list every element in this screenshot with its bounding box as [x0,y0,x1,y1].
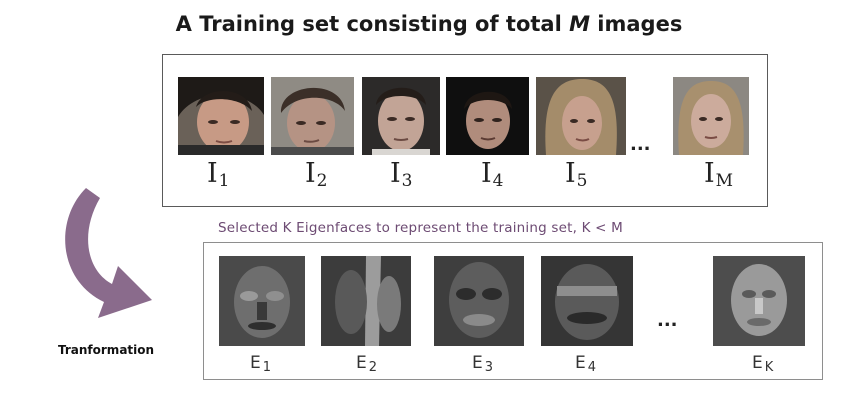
label-i5: I5 [565,158,588,191]
training-ellipsis: ... [630,134,651,155]
training-face-3 [362,77,440,155]
eigenface-3 [434,256,524,346]
eigenface-k [713,256,805,346]
training-face-2 [271,77,354,155]
eigenface-2 [321,256,411,346]
eigenface-4 [541,256,633,346]
training-face-m [673,77,749,155]
label-i2: I2 [305,158,328,191]
training-face-4 [446,77,529,155]
eigenfaces-caption: Selected K Eigenfaces to represent the t… [218,220,624,236]
transformation-label: Tranformation [58,343,155,357]
diagram-title: A Training set consisting of total M ima… [175,12,683,36]
eigenface-1 [219,256,305,346]
training-face-1 [178,77,264,155]
transformation-arrow-icon [65,188,152,318]
label-i4: I4 [481,158,504,191]
label-i1: I1 [207,158,230,191]
label-i3: I3 [390,158,413,191]
label-im: IM [704,158,734,191]
eigenface-ellipsis: ... [657,310,678,331]
training-face-5 [536,77,626,155]
